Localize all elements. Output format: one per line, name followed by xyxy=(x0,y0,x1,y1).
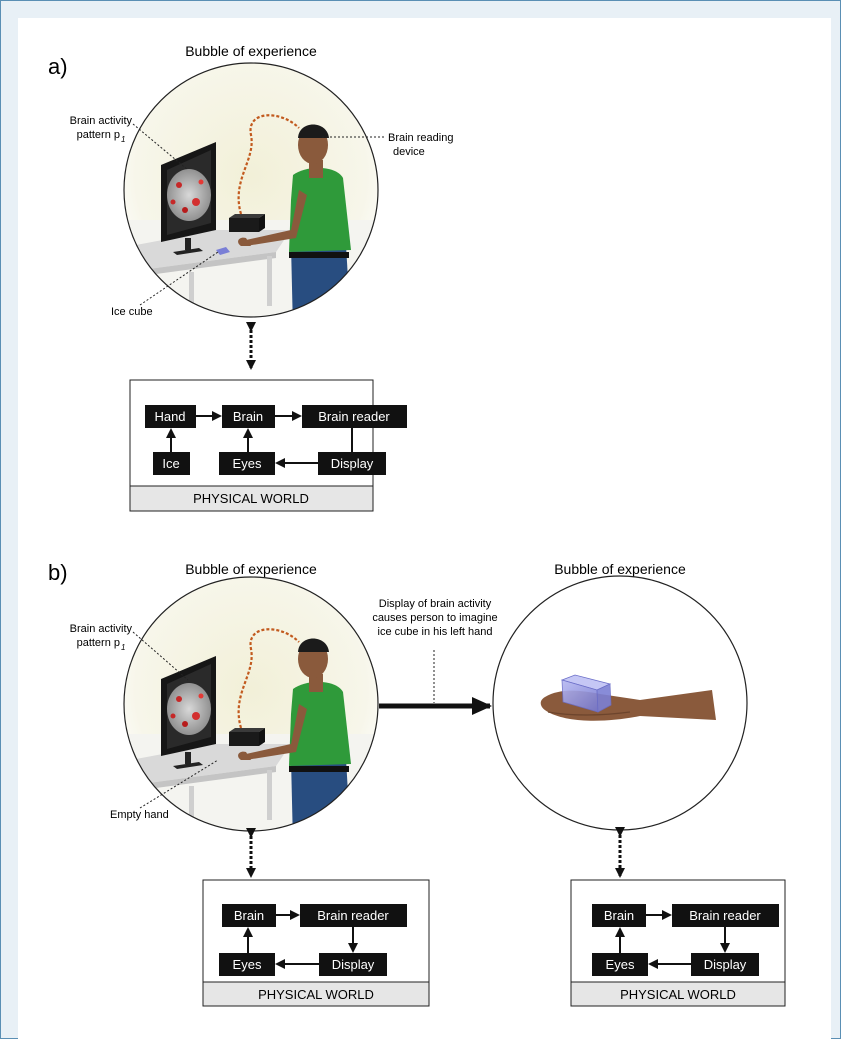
panel-a-node-hand: Hand xyxy=(154,409,185,424)
panel-a-scene-illustration xyxy=(124,63,378,317)
panel-a-bubble-title: Bubble of experience xyxy=(185,43,317,59)
panel-b-right-node-eyes: Eyes xyxy=(606,957,635,972)
panel-b-bubble-right xyxy=(492,575,748,831)
panel-a-label-ice: Ice cube xyxy=(111,306,153,318)
panel-b-world-right-label: PHYSICAL WORLD xyxy=(620,987,736,1002)
panel-b-letter: b) xyxy=(48,560,68,585)
panel-b-left-node-display: Display xyxy=(332,957,375,972)
panel-a-label-brain-pattern-line1: Brain activity xyxy=(70,115,133,127)
panel-b-scene-illustration xyxy=(124,577,378,831)
panel-b-label-empty-hand: Empty hand xyxy=(110,809,169,821)
panel-b-world-left-label: PHYSICAL WORLD xyxy=(258,987,374,1002)
panel-b-right-node-display: Display xyxy=(704,957,747,972)
panel-b-right-node-brain: Brain xyxy=(604,908,634,923)
panel-a-label-device-line2: device xyxy=(393,146,425,158)
panel-a-label-device-line1: Brain reading xyxy=(388,132,453,144)
panel-b-left-node-eyes: Eyes xyxy=(233,957,262,972)
panel-b-leader-empty-hand xyxy=(139,759,219,809)
panel-b-label-brain-pattern-line2: pattern p xyxy=(77,637,120,649)
panel-b-label-brain-pattern-sub: 1 xyxy=(121,643,125,652)
panel-a-label-brain-pattern-line2: pattern p xyxy=(77,129,120,141)
panel-a-node-eyes: Eyes xyxy=(233,456,262,471)
panel-b-physical-world-right: PHYSICAL WORLD Brain Brain reader Eyes D… xyxy=(570,879,786,1007)
panel-b-left-node-reader: Brain reader xyxy=(317,908,389,923)
panel-b-arrow-note-line1: Display of brain activity xyxy=(379,598,492,610)
panel-a-node-brain: Brain xyxy=(233,409,263,424)
panel-a-node-display: Display xyxy=(331,456,374,471)
panel-a-bubble xyxy=(123,62,379,318)
panel-b-label-brain-pattern-line1: Brain activity xyxy=(70,623,133,635)
panel-b-arrow-note-line3: ice cube in his left hand xyxy=(378,626,493,638)
panel-a-world-label: PHYSICAL WORLD xyxy=(193,491,309,506)
panel-b-physical-world-left: PHYSICAL WORLD Brain Brain reader Eyes D… xyxy=(202,879,430,1007)
panel-b-leader-brain-pattern xyxy=(132,631,189,681)
panel-b-right-node-reader: Brain reader xyxy=(689,908,761,923)
panel-b-arrow-note-line2: causes person to imagine xyxy=(372,612,497,624)
panel-a-letter: a) xyxy=(48,54,68,79)
panel-b-bubble-title-right: Bubble of experience xyxy=(554,561,686,577)
panel-a-physical-world: PHYSICAL WORLD Hand Brain Brain reader I… xyxy=(129,379,407,512)
panel-a-node-ice: Ice xyxy=(162,456,179,471)
panel-b-bubble-title-left: Bubble of experience xyxy=(185,561,317,577)
hand-with-ice-icon xyxy=(540,674,716,721)
panel-b-bubble-left xyxy=(123,576,379,832)
panel-b-left-node-brain: Brain xyxy=(234,908,264,923)
panel-a-label-brain-pattern-sub: 1 xyxy=(121,135,125,144)
ice-cube-icon xyxy=(216,247,230,255)
panel-a-node-reader: Brain reader xyxy=(318,409,390,424)
